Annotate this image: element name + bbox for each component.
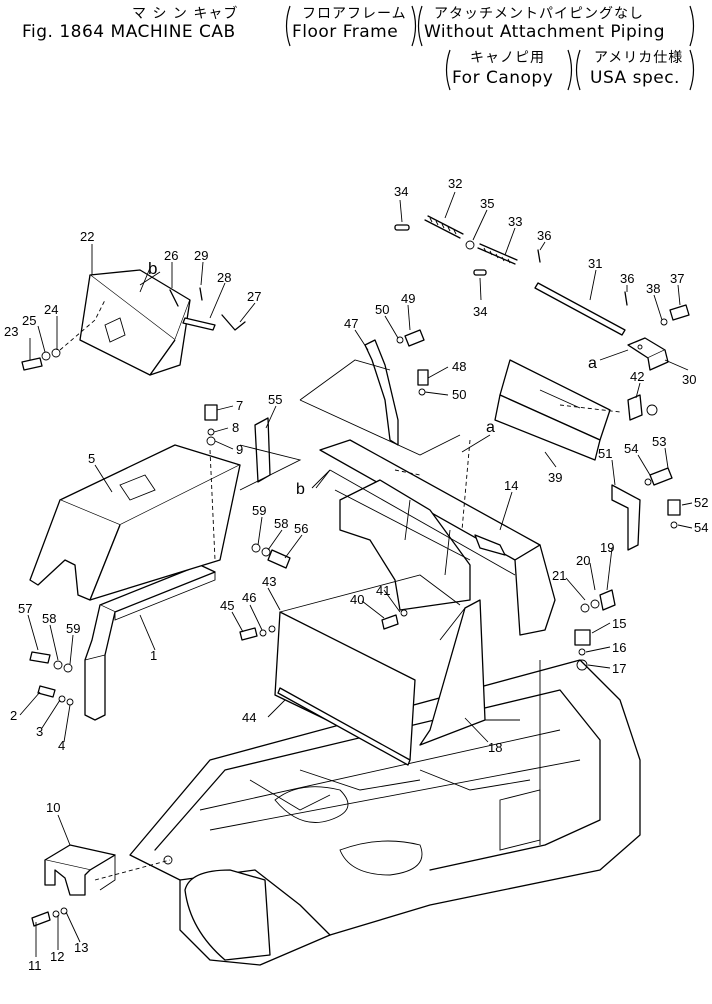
- callout-labels: 34 32 35 33 36 31 36 37 38 34 30 a 42 22…: [4, 176, 708, 973]
- part-47-bracket: [299, 339, 461, 456]
- floor-frame: [129, 659, 641, 966]
- header-brackets: [285, 5, 695, 91]
- callout-58: 58: [274, 516, 288, 531]
- callout-52: 52: [694, 495, 708, 510]
- callout-32: 32: [448, 176, 462, 191]
- callout-58: 58: [42, 611, 56, 626]
- callout-2: 2: [10, 708, 17, 723]
- callout-14: 14: [504, 478, 518, 493]
- callout-30: 30: [682, 372, 696, 387]
- leader-lines: [19, 191, 693, 957]
- callout-11: 11: [28, 958, 42, 973]
- callout-b: b: [296, 481, 305, 498]
- callout-53: 53: [652, 434, 666, 449]
- callout-51: 51: [598, 446, 612, 461]
- callout-59: 59: [252, 503, 266, 518]
- callout-44: 44: [242, 710, 256, 725]
- title-jp-for-canopy: キャノピ用: [470, 50, 545, 66]
- callout-36: 36: [620, 271, 634, 286]
- callout-37: 37: [670, 271, 684, 286]
- callout-43: 43: [262, 574, 276, 589]
- callout-16: 16: [612, 640, 626, 655]
- callout-33: 33: [508, 214, 522, 229]
- title-usa-spec: USA spec.: [590, 68, 680, 88]
- callout-45: 45: [220, 598, 234, 613]
- callout-34: 34: [473, 304, 487, 319]
- title-without-piping: Without Attachment Piping: [424, 22, 666, 42]
- title-jp-usa-spec: アメリカ仕様: [594, 50, 684, 66]
- title-floor-frame: Floor Frame: [292, 22, 399, 42]
- callout-56: 56: [294, 521, 308, 536]
- part-10-bracket: [44, 844, 171, 896]
- callout-13: 13: [74, 940, 88, 955]
- title-for-canopy: For Canopy: [452, 68, 554, 88]
- callout-39: 39: [548, 470, 562, 485]
- callout-48: 48: [452, 359, 466, 374]
- part-44-strip: [277, 687, 411, 766]
- callout-19: 19: [600, 540, 614, 555]
- part-14-main-frame: [319, 439, 556, 636]
- part-18-panel: [419, 599, 486, 746]
- part-30-bracket: [627, 337, 669, 371]
- fasteners: [21, 304, 690, 927]
- callout-42: 42: [630, 369, 644, 384]
- title-jp-floor-frame: フロアフレーム: [302, 6, 407, 22]
- brackets-51-55: [239, 417, 641, 551]
- title-jp-without-piping: アタッチメントパイピングなし: [434, 6, 644, 22]
- title-jp-machine-cab: マ シ ン キャブ: [132, 6, 239, 22]
- callout-21: 21: [552, 568, 566, 583]
- callout-54: 54: [694, 520, 708, 535]
- callout-4: 4: [58, 738, 65, 753]
- callout-50: 50: [375, 302, 389, 317]
- callout-49: 49: [401, 291, 415, 306]
- callout-15: 15: [612, 616, 626, 631]
- callout-57: 57: [18, 601, 32, 616]
- figure-title: Fig. 1864 MACHINE CAB: [22, 22, 236, 42]
- callout-46: 46: [242, 590, 256, 605]
- callout-25: 25: [22, 313, 36, 328]
- parts-26-29: [169, 287, 246, 331]
- callout-1: 1: [150, 648, 157, 663]
- callout-28: 28: [217, 270, 231, 285]
- callout-20: 20: [576, 553, 590, 568]
- callout-7: 7: [236, 398, 243, 413]
- callout-50: 50: [452, 387, 466, 402]
- callout-24: 24: [44, 302, 58, 317]
- callout-55: 55: [268, 392, 282, 407]
- part-39-panel: [494, 359, 621, 461]
- callout-23: 23: [4, 324, 18, 339]
- callout-34: 34: [394, 184, 408, 199]
- callout-a: a: [588, 355, 597, 372]
- part-5-cover: [29, 444, 241, 601]
- callout-5: 5: [88, 451, 95, 466]
- callout-36: 36: [537, 228, 551, 243]
- callout-17: 17: [612, 661, 626, 676]
- callout-10: 10: [46, 800, 60, 815]
- part-22-box: [59, 269, 191, 376]
- callout-8: 8: [232, 420, 239, 435]
- callout-59: 59: [66, 621, 80, 636]
- callout-b: b: [148, 259, 157, 278]
- part-42-part: [627, 394, 658, 421]
- callout-41: 41: [376, 583, 390, 598]
- callout-12: 12: [50, 949, 64, 964]
- callout-3: 3: [36, 724, 43, 739]
- callout-40: 40: [350, 592, 364, 607]
- callout-9: 9: [236, 442, 243, 457]
- callout-26: 26: [164, 248, 178, 263]
- springs-and-rod: [394, 215, 628, 336]
- part-1-frame-bar: [84, 564, 216, 721]
- callout-29: 29: [194, 248, 208, 263]
- callout-35: 35: [480, 196, 494, 211]
- callout-a: a: [486, 419, 495, 436]
- callout-31: 31: [588, 256, 602, 271]
- callout-47: 47: [344, 316, 358, 331]
- callout-38: 38: [646, 281, 660, 296]
- callout-22: 22: [80, 229, 94, 244]
- callout-27: 27: [247, 289, 261, 304]
- callout-18: 18: [488, 740, 502, 755]
- callout-54: 54: [624, 441, 638, 456]
